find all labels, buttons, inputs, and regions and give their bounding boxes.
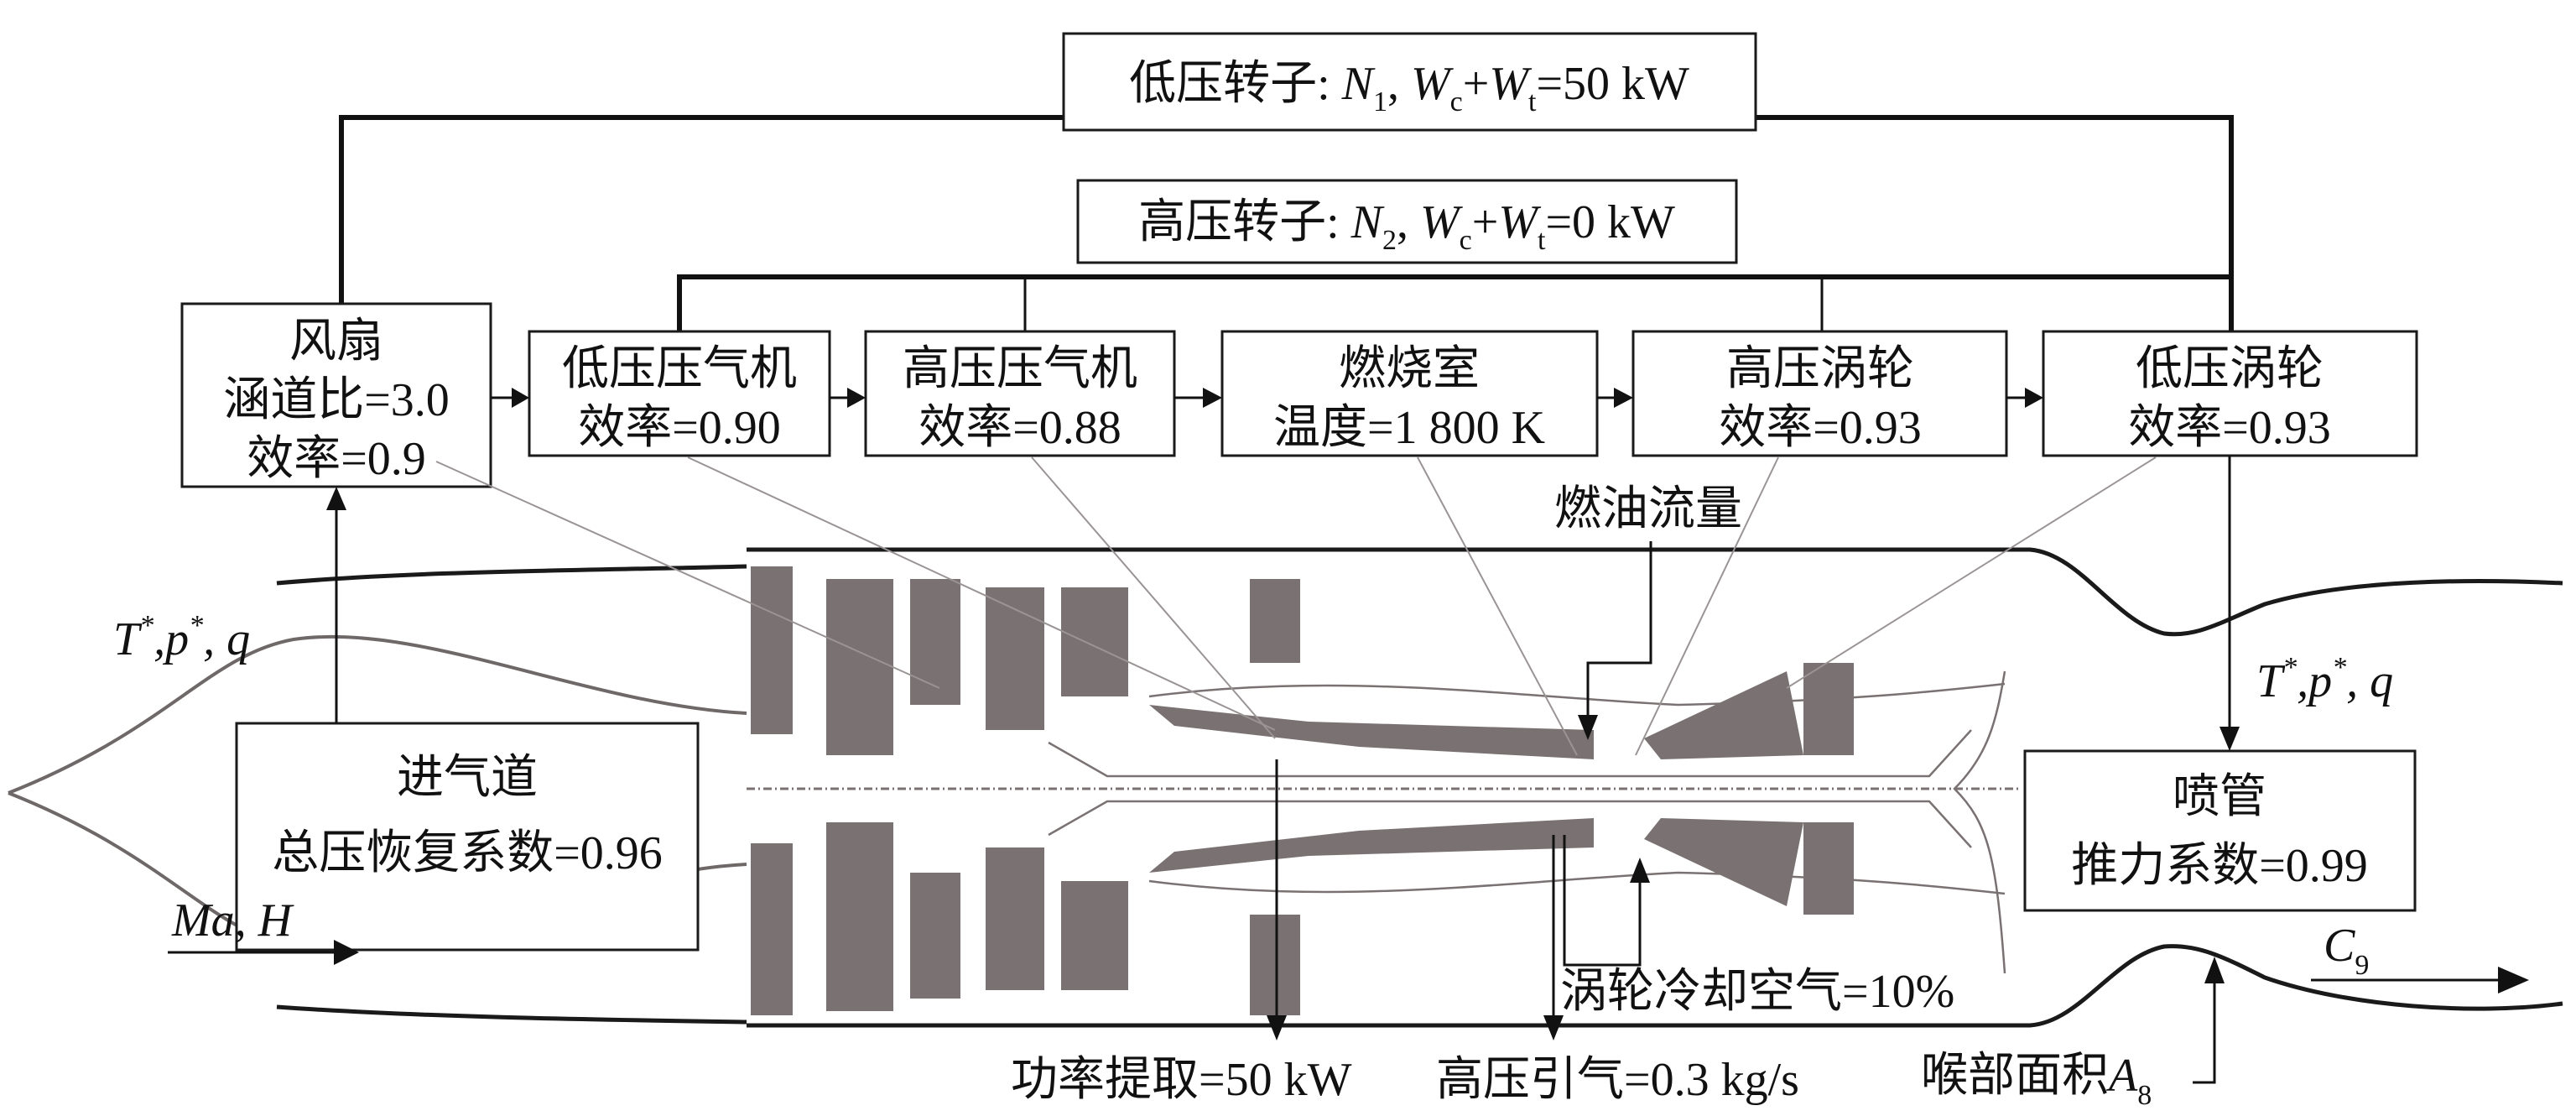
nacelle-bottom: [747, 944, 2563, 1028]
arrow-hpt-to-lpt: [2025, 388, 2043, 408]
inlet-state-label: T*,p*, q: [113, 610, 250, 665]
high-rotor-box: 高压转子: N2, Wc+Wt=0 kW: [1076, 179, 1738, 264]
exhaust-arrowhead: [2498, 967, 2529, 993]
hpc-efficiency: 效率=0.88: [919, 402, 1121, 454]
hp-bleed-arrowhead: [1543, 1015, 1564, 1040]
flight-condition-label: Ma, H: [171, 894, 294, 947]
fan-bypass-ratio: 涵道比=3.0: [223, 374, 450, 426]
fuel-flow-label: 燃油流量: [1554, 483, 1742, 535]
core-casing-top: [1148, 682, 2006, 707]
hpt-blades-top: [1644, 671, 1803, 759]
turbine-cooling-arrowhead: [1630, 858, 1650, 883]
hpt-blades-bottom: [1644, 818, 1803, 906]
hpc-title: 高压压气机: [903, 343, 1137, 395]
exit-state-label: T*,p*, q: [2256, 652, 2393, 707]
fan-efficiency: 效率=0.9: [247, 433, 426, 485]
fan-title: 风扇: [289, 316, 383, 368]
inlet-cowl-top: [8, 634, 747, 795]
inlet-box: 进气道 总压恢复系数=0.96: [235, 722, 700, 952]
lpt-box: 低压涡轮 效率=0.93: [2042, 330, 2418, 457]
turbine-cooling-line: [1563, 835, 1642, 967]
high-rotor-shaft-lines: [677, 274, 2231, 331]
hpc-blades-top: [1149, 705, 1594, 759]
fuel-flow-arrowhead: [1578, 715, 1598, 740]
throat-area-arrowhead: [2204, 957, 2225, 983]
throat-area-line: [2193, 982, 2216, 1084]
combustor-box: 燃烧室 温度=1 800 K: [1220, 330, 1599, 457]
arrow-fan-to-lpc: [512, 388, 529, 408]
engine-cross-section: [8, 547, 2563, 1028]
lpc-efficiency: 效率=0.90: [578, 402, 781, 454]
hpt-efficiency: 效率=0.93: [1719, 402, 1922, 454]
nacelle-top: [747, 547, 2563, 637]
lpt-title: 低压涡轮: [2136, 343, 2324, 395]
lpt-efficiency: 效率=0.93: [2128, 402, 2331, 454]
component-flow-arrows: [491, 388, 2043, 408]
combustor-temperature: 温度=1 800 K: [1273, 402, 1545, 454]
inner-shaft-bottom: [1048, 800, 1972, 848]
hpc-blades-bottom: [1149, 818, 1594, 873]
low-rotor-box: 低压转子: N1, Wc+Wt=50 kW: [1062, 32, 1757, 132]
power-extraction-label: 功率提取=50 kW: [1011, 1054, 1352, 1106]
blades-top: [751, 566, 1300, 755]
lpt-blade-top: [1803, 663, 1854, 755]
blades-bottom: [751, 822, 1300, 1015]
arrow-lpc-to-hpc: [847, 388, 866, 408]
tail-cone: [1953, 670, 2006, 974]
power-extraction-arrowhead: [1267, 1015, 1287, 1040]
inlet-to-fan-arrowhead: [326, 487, 346, 510]
arrow-hpc-to-combustor: [1203, 388, 1222, 408]
nozzle-title: 喷管: [2173, 771, 2266, 823]
exhaust-velocity-label: C9: [2324, 920, 2369, 981]
high-rotor-connector: [677, 274, 2231, 331]
nozzle-box: 喷管 推力系数=0.99: [2023, 749, 2417, 912]
inlet-pressure-recovery: 总压恢复系数=0.96: [272, 827, 663, 879]
turbine-cooling-label: 涡轮冷却空气=10%: [1560, 966, 1954, 1018]
hpc-box: 高压压气机 效率=0.88: [864, 330, 1176, 457]
arrow-combustor-to-hpt: [1614, 388, 1633, 408]
inner-shaft-top: [1048, 729, 1972, 778]
lpt-to-nozzle-arrowhead: [2220, 727, 2240, 751]
leader-lines: [435, 456, 2157, 756]
nozzle-thrust-coefficient: 推力系数=0.99: [2071, 840, 2368, 892]
lpt-blade-bottom: [1803, 822, 1854, 915]
flight-condition-arrowhead: [334, 940, 359, 965]
lpc-box: 低压压气机 效率=0.90: [528, 330, 831, 457]
high-rotor-label: 高压转子: N2, Wc+Wt=0 kW: [1138, 196, 1675, 256]
low-rotor-label: 低压转子: N1, Wc+Wt=50 kW: [1129, 58, 1689, 117]
combustor-title: 燃烧室: [1339, 343, 1480, 395]
hpt-title: 高压涡轮: [1726, 343, 1914, 395]
lpc-title: 低压压气机: [562, 343, 797, 395]
inlet-title: 进气道: [397, 752, 538, 804]
hpt-box: 高压涡轮 效率=0.93: [1631, 330, 2008, 457]
nacelle-bottom-lip: [276, 1004, 747, 1025]
fan-box: 风扇 涵道比=3.0 效率=0.9: [180, 302, 492, 488]
fuel-flow-line: [1586, 541, 1652, 717]
hp-bleed-label: 高压引气=0.3 kg/s: [1436, 1054, 1799, 1106]
throat-area-label: 喉部面积A8: [1921, 1050, 2152, 1111]
